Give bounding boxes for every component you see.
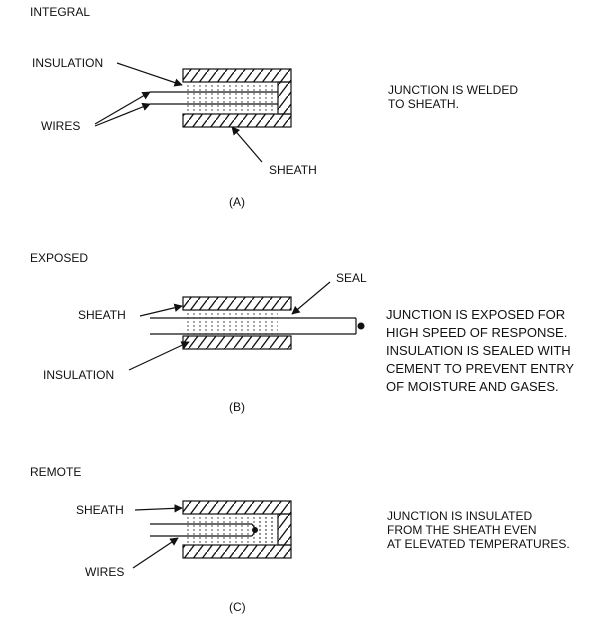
caption-c: (C) — [229, 600, 246, 614]
insulation-arrow — [128, 341, 190, 371]
panel-title-integral: INTEGRAL — [30, 5, 90, 19]
junction-bead — [357, 322, 365, 330]
label-insulation: INSULATION — [43, 368, 114, 382]
panel-title-exposed: EXPOSED — [30, 251, 88, 265]
description-line: JUNCTION IS EXPOSED FOR — [386, 307, 565, 322]
exposed-wires — [150, 317, 365, 335]
panel-exposed: EXPOSED SEAL SHEATH INSULATION JUNCTION … — [30, 251, 574, 414]
remote-insulation-fill — [183, 514, 278, 545]
integral-wires — [150, 91, 278, 105]
label-sheath: SHEATH — [269, 163, 317, 177]
wire-arrow-top — [94, 91, 151, 125]
label-insulation: INSULATION — [32, 56, 103, 70]
panel-remote: REMOTE SHEATH WIRES JUNCTION IS INSULATE… — [30, 465, 570, 614]
caption-a: (A) — [229, 195, 245, 209]
description-line: JUNCTION IS INSULATED — [387, 509, 532, 523]
description-line: FROM THE SHEATH EVEN — [387, 523, 537, 537]
label-sheath: SHEATH — [78, 308, 126, 322]
sheath-arrow — [231, 126, 263, 163]
description-line: TO SHEATH. — [388, 97, 459, 111]
description-line: JUNCTION IS WELDED — [388, 83, 518, 97]
junction-bead — [252, 527, 258, 533]
panel-title-remote: REMOTE — [30, 465, 81, 479]
description-line: CEMENT TO PREVENT ENTRY — [386, 361, 574, 376]
label-wires: WIRES — [41, 119, 80, 133]
insulation-arrow — [116, 62, 183, 87]
label-seal: SEAL — [336, 271, 367, 285]
sheath-arrow — [134, 504, 183, 513]
label-sheath: SHEATH — [76, 503, 124, 517]
description-line: OF MOISTURE AND GASES. — [386, 379, 559, 394]
label-wires: WIRES — [85, 565, 124, 579]
panel-integral: INTEGRAL INSULATION WIRES SHEATH JUNCTIO… — [30, 5, 518, 209]
wire-arrow — [132, 537, 179, 569]
description-line: INSULATION IS SEALED WITH — [386, 343, 571, 358]
exposed-insulation-fill — [183, 310, 278, 336]
wire-arrow-bottom — [94, 102, 151, 127]
integral-insulation-fill — [183, 82, 278, 114]
sheath-arrow — [139, 303, 183, 317]
remote-wires — [150, 523, 258, 537]
seal-arrow — [291, 281, 331, 315]
caption-b: (B) — [229, 400, 245, 414]
description-line: AT ELEVATED TEMPERATURES. — [387, 537, 570, 551]
description-line: HIGH SPEED OF RESPONSE. — [386, 325, 567, 340]
